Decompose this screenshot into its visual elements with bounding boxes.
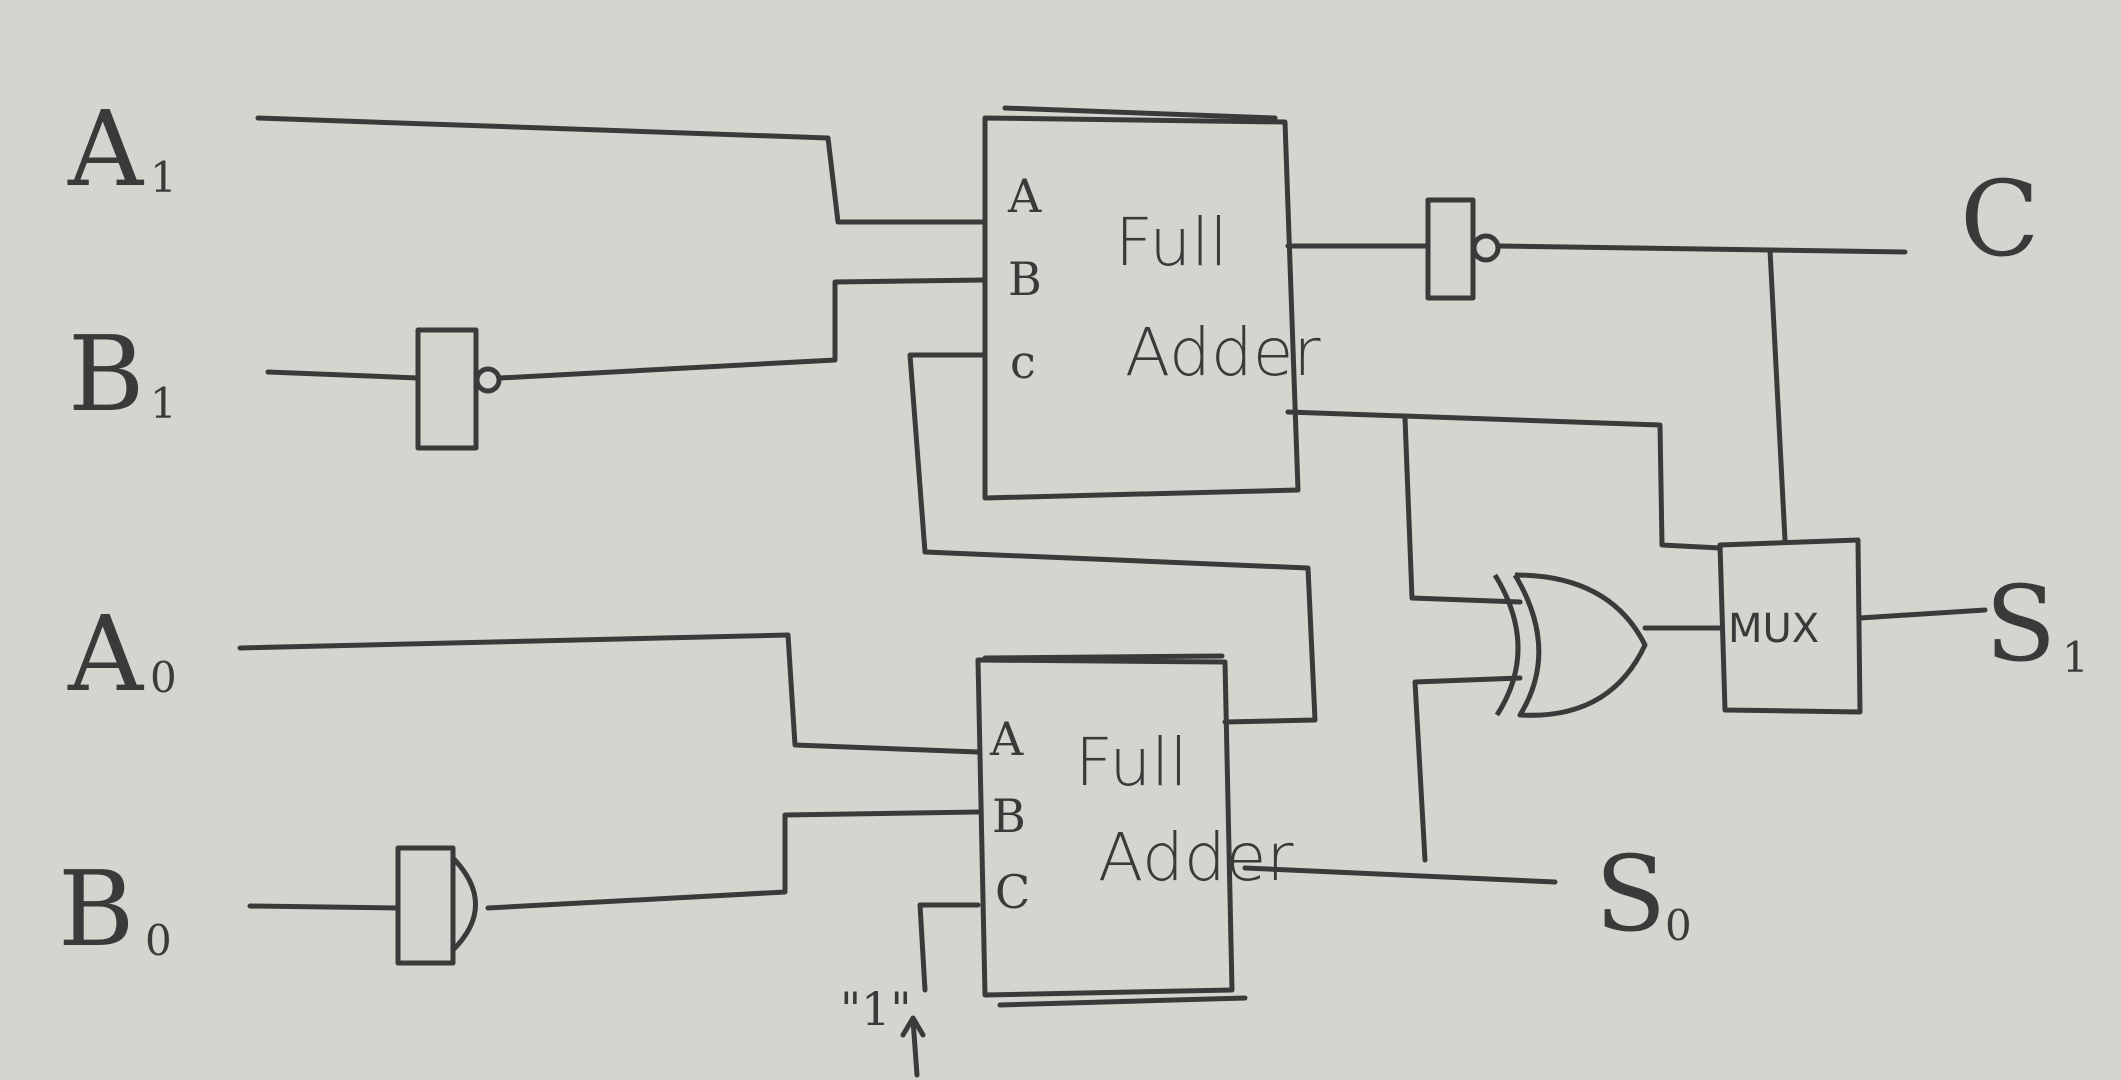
full-adder-bottom-top-stroke <box>982 653 1225 661</box>
full-adder-bottom-pin-b: B <box>992 789 1026 843</box>
wire-a1 <box>255 115 988 225</box>
not-gate-carry <box>1425 197 1501 301</box>
not-gate-b0-curve <box>451 856 478 952</box>
input-b0-label: B 0 <box>58 848 172 970</box>
input-b1-main: B <box>68 313 144 435</box>
output-s1-main: S <box>1985 563 2056 685</box>
mux-block: MUX <box>1717 537 1863 715</box>
full-adder-top-box <box>982 115 1301 501</box>
output-c-label: C <box>1960 158 2040 280</box>
wire-fa-sum-to-mux <box>1285 409 1723 551</box>
full-adder-bottom-box <box>975 657 1235 998</box>
full-adder-bottom-pin-a: A <box>989 712 1024 766</box>
wire-b1-to-not <box>265 369 421 381</box>
input-b0-main: B <box>58 848 134 970</box>
carry-in-arrow-head <box>900 1015 926 1038</box>
input-a0-label: A 0 <box>67 593 177 715</box>
wire-cin-to-fa <box>917 902 981 993</box>
output-c-main: C <box>1960 158 2040 280</box>
full-adder-top-title-line2: Adder <box>1125 314 1321 391</box>
output-s1-sub: 1 <box>2062 633 2089 682</box>
not-gate-carry-bubble <box>1471 233 1501 263</box>
wire-carry-to-mux-select <box>1767 247 1788 543</box>
input-a0-main: A <box>67 593 145 715</box>
carry-in-label: "1" <box>840 982 912 1036</box>
output-s0-main: S <box>1595 833 1666 955</box>
xor-gate-back-curve <box>1492 573 1521 717</box>
not-gate-b0 <box>395 845 478 966</box>
carry-in-arrow-shaft <box>910 1017 920 1078</box>
input-a0-sub: 0 <box>150 653 177 702</box>
full-adder-top-top-stroke <box>1002 105 1278 121</box>
wire-notb0-to-fa <box>485 809 981 911</box>
output-s0-sub: 0 <box>1665 901 1692 950</box>
xor-gate-body <box>1512 572 1648 718</box>
mux-label: MUX <box>1728 606 1819 652</box>
full-adder-bottom-bottom-stroke <box>997 995 1248 1008</box>
full-adder-top-pin-a: A <box>1007 169 1042 223</box>
input-a1-sub: 1 <box>150 153 177 202</box>
output-s1-label: S 1 <box>1985 563 2089 685</box>
wire-not-to-c <box>1497 243 1908 255</box>
input-a1-main: A <box>67 88 145 210</box>
wires <box>237 115 1988 1078</box>
wire-s0-to-xor <box>1412 675 1523 863</box>
full-adder-bottom-title-line1: Full <box>1075 724 1188 801</box>
input-b0-sub: 0 <box>145 916 172 965</box>
full-adder-top: A B c Full Adder <box>982 105 1321 501</box>
output-s0-label: S 0 <box>1595 833 1692 955</box>
wire-b0-to-not <box>247 903 401 911</box>
not-gate-b0-body <box>395 845 456 966</box>
input-b1-sub: 1 <box>150 379 177 428</box>
input-b1-label: B 1 <box>68 313 177 435</box>
full-adder-bottom: A B C Full Adder <box>975 653 1294 1008</box>
wire-mux-to-s1 <box>1857 607 1988 621</box>
not-gate-b1-body <box>415 327 479 451</box>
wire-carry-chain <box>907 352 1318 725</box>
mux-box <box>1717 537 1863 715</box>
full-adder-bottom-title-line2: Adder <box>1098 819 1294 896</box>
wire-fa-sum-to-s0 <box>1242 865 1558 885</box>
wire-sum-to-xor <box>1402 415 1523 605</box>
full-adder-bottom-pin-c: C <box>995 865 1030 919</box>
full-adder-top-title-line1: Full <box>1115 204 1228 281</box>
full-adder-top-pin-b: B <box>1008 252 1042 306</box>
wire-notb1-to-fa <box>497 277 988 381</box>
not-gate-b1-bubble <box>474 366 502 394</box>
full-adder-top-pin-c: c <box>1010 335 1036 389</box>
not-gate-b1 <box>415 327 502 451</box>
wire-a0 <box>237 632 981 755</box>
not-gate-carry-body <box>1425 197 1476 301</box>
xor-gate <box>1492 572 1648 718</box>
input-a1-label: A 1 <box>67 88 177 210</box>
